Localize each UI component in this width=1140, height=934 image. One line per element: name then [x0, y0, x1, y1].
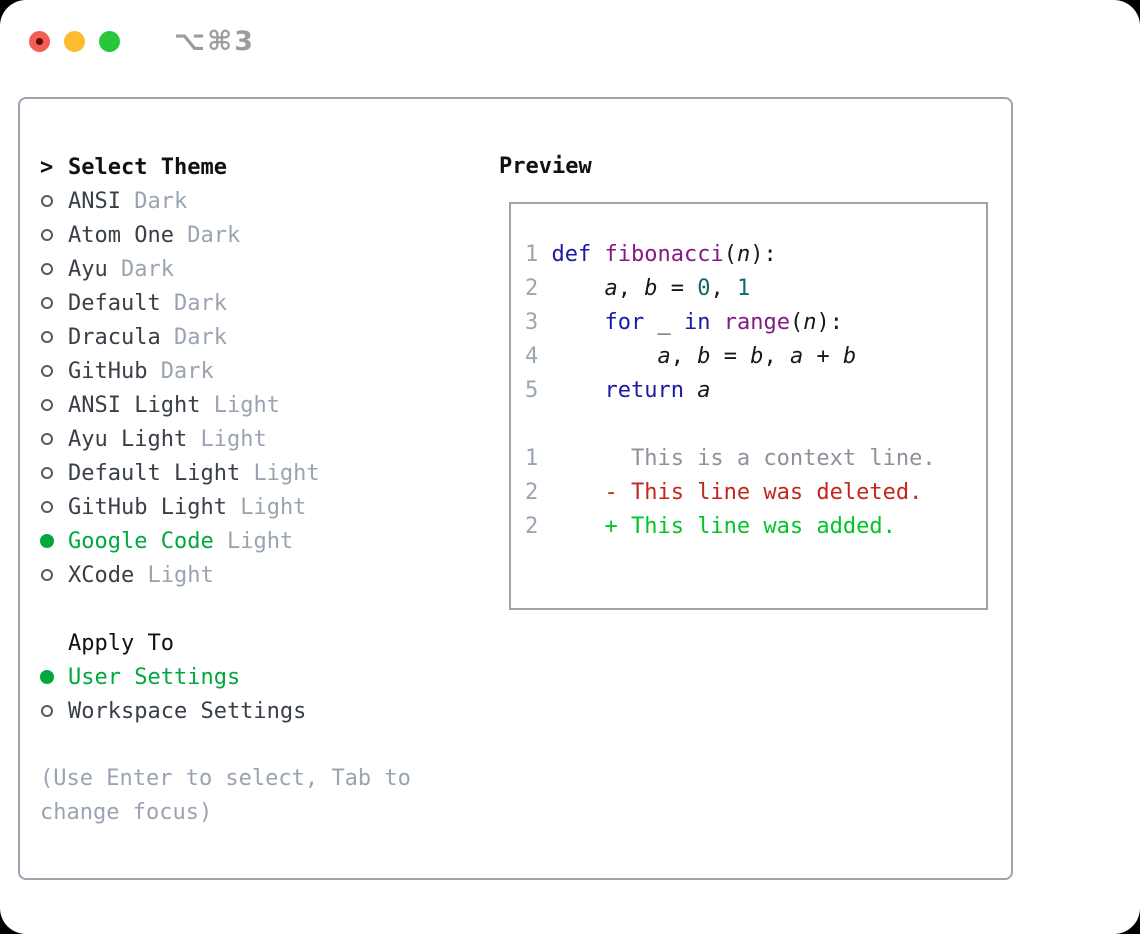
- radio-icon: [41, 331, 53, 343]
- apply-option-label: Workspace Settings: [68, 698, 307, 724]
- theme-name: Ayu Light: [68, 426, 188, 452]
- theme-option-dracula-dark[interactable]: Dracula Dark: [40, 320, 440, 354]
- radio-icon: [41, 399, 53, 411]
- theme-name: GitHub Light: [68, 494, 227, 520]
- theme-option-default-dark[interactable]: Default Dark: [40, 286, 440, 320]
- line-number: 4: [525, 344, 539, 369]
- code-line: 1 This is a context line.: [525, 446, 936, 471]
- theme-select-column: > Select Theme ANSI Dark Atom One Dark A…: [40, 150, 440, 830]
- apply-option-workspace-settings[interactable]: Workspace Settings: [40, 694, 440, 728]
- titlebar: ⌥⌘3: [29, 26, 255, 57]
- window-title: ⌥⌘3: [174, 26, 255, 57]
- theme-variant: Dark: [121, 256, 174, 282]
- theme-variant: Light: [213, 392, 280, 418]
- theme-variant: Light: [200, 426, 267, 452]
- apply-to-header: Apply To: [40, 626, 440, 660]
- radio-icon: [41, 569, 53, 581]
- line-number: 2: [525, 514, 539, 539]
- apply-option-user-settings[interactable]: User Settings: [40, 660, 440, 694]
- theme-option-atom-one-dark[interactable]: Atom One Dark: [40, 218, 440, 252]
- theme-variant: Dark: [134, 188, 188, 214]
- radio-selected-icon: [40, 670, 54, 684]
- theme-name: ANSI: [68, 188, 121, 214]
- theme-option-ayu-dark[interactable]: Ayu Dark: [40, 252, 440, 286]
- radio-icon: [41, 229, 53, 241]
- theme-variant: Dark: [173, 324, 227, 350]
- code-line: 5 return a: [525, 378, 711, 403]
- zoom-button[interactable]: [99, 31, 120, 52]
- code-line: 2 a, b = 0, 1: [525, 276, 751, 301]
- line-number: 5: [525, 378, 539, 403]
- apply-to-title: Apply To: [68, 630, 174, 656]
- help-text: (Use Enter to select, Tab to change focu…: [40, 766, 411, 825]
- code-line: 1 def fibonacci(n):: [525, 242, 777, 267]
- theme-name: Ayu: [68, 256, 108, 282]
- radio-selected-icon: [40, 534, 54, 548]
- line-number: 1: [525, 242, 539, 267]
- radio-icon: [41, 467, 53, 479]
- radio-icon: [41, 263, 53, 275]
- theme-option-github-light[interactable]: GitHub Light Light: [40, 490, 440, 524]
- theme-name: GitHub: [68, 358, 148, 384]
- line-number: 2: [525, 480, 539, 505]
- theme-variant: Light: [226, 528, 294, 554]
- preview-title: Preview: [499, 154, 592, 179]
- close-dot-icon: [36, 38, 43, 45]
- theme-variant: Light: [147, 562, 214, 588]
- theme-variant: Dark: [173, 290, 227, 316]
- theme-name: Default: [68, 290, 161, 316]
- code-line: 4 a, b = b, a + b: [525, 344, 857, 369]
- theme-option-github-dark[interactable]: GitHub Dark: [40, 354, 440, 388]
- line-number: 1: [525, 446, 539, 471]
- theme-variant: Light: [253, 460, 320, 486]
- theme-option-ansi-light[interactable]: ANSI Light Light: [40, 388, 440, 422]
- theme-name: Default Light: [68, 460, 241, 486]
- theme-option-ansi-dark[interactable]: ANSI Dark: [40, 184, 440, 218]
- code-line: 2 - This line was deleted.: [525, 480, 923, 505]
- apply-option-label: User Settings: [68, 664, 241, 690]
- theme-select-header: > Select Theme: [40, 150, 440, 184]
- code-line: 2 + This line was added.: [525, 514, 896, 539]
- theme-option-google-code[interactable]: Google Code Light: [40, 524, 440, 558]
- theme-select-title: Select Theme: [68, 154, 227, 180]
- theme-variant: Dark: [187, 222, 241, 248]
- radio-icon: [41, 433, 53, 445]
- code-line: [525, 408, 986, 442]
- theme-name: Dracula: [68, 324, 161, 350]
- main-panel: > Select Theme ANSI Dark Atom One Dark A…: [18, 97, 1013, 880]
- minimize-button[interactable]: [64, 31, 85, 52]
- radio-icon: [41, 195, 53, 207]
- theme-variant: Light: [240, 494, 307, 520]
- radio-icon: [41, 705, 53, 717]
- theme-option-xcode[interactable]: XCode Light: [40, 558, 440, 592]
- radio-icon: [41, 297, 53, 309]
- theme-variant: Dark: [160, 358, 214, 384]
- radio-icon: [41, 365, 53, 377]
- theme-name: Atom One: [68, 222, 174, 248]
- code-line: 3 for _ in range(n):: [525, 310, 843, 335]
- theme-name: ANSI Light: [68, 392, 201, 418]
- radio-icon: [41, 501, 53, 513]
- theme-name: XCode: [68, 562, 135, 588]
- preview-code-box: 1 def fibonacci(n): 2 a, b = 0, 1 3 for _ …: [509, 202, 988, 610]
- theme-name: Google Code: [68, 528, 214, 554]
- close-button[interactable]: [29, 31, 50, 52]
- theme-option-ayu-light[interactable]: Ayu Light Light: [40, 422, 440, 456]
- select-cursor-icon: >: [40, 154, 54, 180]
- line-number: 2: [525, 276, 539, 301]
- line-number: 3: [525, 310, 539, 335]
- theme-option-default-light[interactable]: Default Light Light: [40, 456, 440, 490]
